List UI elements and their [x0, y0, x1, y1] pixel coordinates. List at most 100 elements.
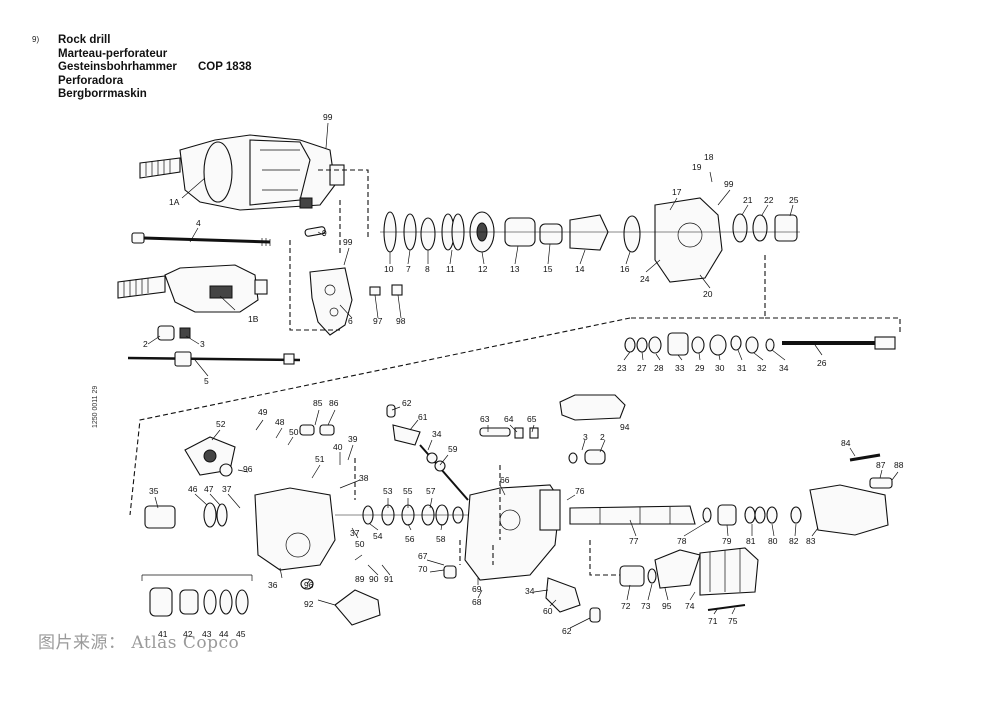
callout-22: 22 [764, 195, 774, 205]
callout-15: 15 [543, 264, 553, 274]
callout-99: 99 [323, 112, 333, 122]
callout-89: 89 [355, 574, 365, 584]
callout-65: 65 [527, 414, 537, 424]
model-number: COP 1838 [198, 61, 252, 74]
rock-drill-assembly-1b [117, 264, 268, 313]
callout-1b: 1B [248, 314, 259, 324]
callout-61: 61 [418, 412, 428, 422]
callout-49: 49 [258, 407, 268, 417]
rock-drill-assembly-1a [139, 134, 345, 211]
callout-8: 8 [425, 264, 430, 274]
callout-18: 18 [704, 152, 714, 162]
callout-99-c: 99 [724, 179, 734, 189]
callout-44: 44 [219, 629, 229, 639]
callout-77: 77 [629, 536, 639, 546]
callout-31: 31 [737, 363, 747, 373]
callout-79: 79 [722, 536, 732, 546]
callout-91: 91 [384, 574, 394, 584]
callout-30: 30 [715, 363, 725, 373]
bolt-4 [131, 232, 271, 246]
callout-70: 70 [418, 564, 428, 574]
title-swedish: Bergborrmaskin [58, 88, 147, 101]
callout-34-c: 34 [525, 586, 535, 596]
cylinder-seals-53-58 [335, 504, 470, 526]
callout-27: 27 [637, 363, 647, 373]
callout-38: 38 [359, 473, 369, 483]
title-row-es: Perforadora [58, 75, 252, 89]
callout-20: 20 [703, 289, 713, 299]
callout-60: 60 [543, 606, 553, 616]
title-english: Rock drill [58, 34, 111, 46]
callout-32: 32 [757, 363, 767, 373]
parts-9-6-97-98 [304, 226, 403, 336]
callout-66: 66 [500, 475, 510, 485]
callout-23: 23 [617, 363, 627, 373]
callout-35: 35 [149, 486, 159, 496]
callout-92: 92 [304, 599, 314, 609]
dashed-paths-lower [354, 458, 620, 576]
piston-77 [569, 505, 696, 525]
callout-86: 86 [329, 398, 339, 408]
callout-59: 59 [448, 444, 458, 454]
callout-78: 78 [677, 536, 687, 546]
callout-labels: 99 1A 4 1B 2 3 5 9 99 6 97 98 10 7 8 11 … [143, 112, 904, 639]
rotation-motor-parts-72-75 [619, 547, 759, 611]
callout-10: 10 [384, 264, 394, 274]
callout-34-b: 34 [432, 429, 442, 439]
callout-4: 4 [196, 218, 201, 228]
callout-28: 28 [654, 363, 664, 373]
callout-34: 34 [779, 363, 789, 373]
callout-82: 82 [789, 536, 799, 546]
callout-80: 80 [768, 536, 778, 546]
callout-37: 37 [222, 484, 232, 494]
callout-57: 57 [426, 486, 436, 496]
callout-24: 24 [640, 274, 650, 284]
callout-45: 45 [236, 629, 246, 639]
callout-73: 73 [641, 601, 651, 611]
callout-11: 11 [446, 264, 455, 274]
title-german: Gesteinsbohrhammer [58, 61, 177, 74]
callout-76: 76 [575, 486, 585, 496]
title-row-sv: Bergborrmaskin [58, 88, 252, 102]
callout-71: 71 [708, 616, 718, 626]
callout-12: 12 [478, 264, 488, 274]
callout-43: 43 [202, 629, 212, 639]
title-row-fr: Marteau-perforateur [58, 48, 252, 62]
callout-83: 83 [806, 536, 816, 546]
callout-3: 3 [200, 339, 205, 349]
source-credit-watermark: 图片来源： Atlas Copco [38, 633, 240, 653]
parts-2-3 [157, 325, 191, 341]
parts-2-3-lower [568, 449, 606, 465]
dashed-assembly-paths-upper-left [289, 169, 369, 331]
callout-2-b: 2 [600, 432, 605, 442]
callout-72: 72 [621, 601, 631, 611]
callout-99-b: 99 [343, 237, 353, 247]
seal-kit-41-45 [141, 574, 253, 617]
callout-40: 40 [333, 442, 343, 452]
callout-97: 97 [373, 316, 383, 326]
callout-68: 68 [472, 597, 482, 607]
callout-6: 6 [348, 316, 353, 326]
callout-25: 25 [789, 195, 799, 205]
callout-29: 29 [695, 363, 705, 373]
callout-64: 64 [504, 414, 514, 424]
callout-53: 53 [383, 486, 393, 496]
callout-36: 36 [268, 580, 278, 590]
page-number-mark: 9) [32, 35, 40, 44]
callout-5: 5 [204, 376, 209, 386]
callout-88: 88 [894, 460, 904, 470]
backhead-group [144, 424, 381, 626]
callout-90: 90 [369, 574, 379, 584]
callout-14: 14 [575, 264, 585, 274]
callout-48: 48 [275, 417, 285, 427]
valve-parts-59-62 [386, 404, 469, 501]
callout-94: 94 [620, 422, 630, 432]
title-block: Rock drill Marteau-perforateur Gesteinsb… [58, 34, 252, 102]
front-head-series [380, 197, 800, 283]
callout-37-b: 37 [350, 528, 360, 538]
callout-9: 9 [322, 228, 327, 238]
callout-98: 98 [396, 316, 406, 326]
callout-58: 58 [436, 534, 446, 544]
callout-50-b: 50 [355, 539, 365, 549]
